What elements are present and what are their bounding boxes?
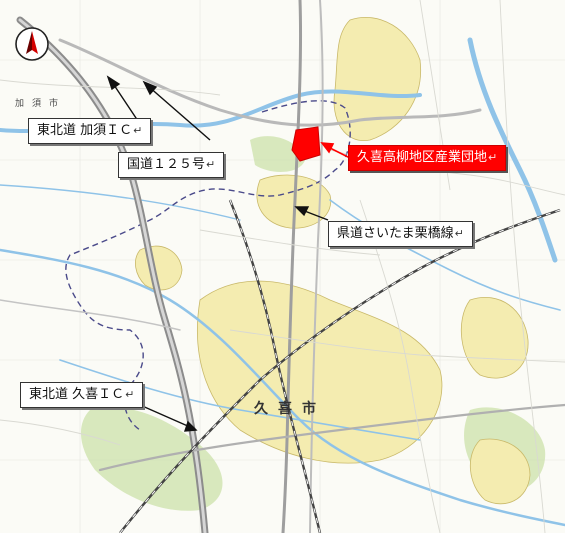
urban-areas [135, 17, 531, 505]
return-mark: ↵ [133, 124, 143, 137]
label-text: 国道１２５号 [127, 157, 206, 172]
label-tohoku-kuki-ic[interactable]: 東北道 久喜ＩＣ↵ [20, 382, 144, 408]
return-mark: ↵ [488, 151, 498, 164]
label-route-125[interactable]: 国道１２５号↵ [118, 152, 225, 178]
industrial-park-area[interactable] [291, 126, 321, 162]
label-text: 県道さいたま栗橋線 [337, 226, 454, 241]
label-text: 東北道 加須ＩＣ [37, 123, 133, 138]
pointer-arrows [106, 75, 329, 432]
return-mark: ↵ [206, 158, 216, 171]
label-prefectural-road[interactable]: 県道さいたま栗橋線↵ [328, 221, 473, 247]
place-name-kuki: 久喜市 [254, 401, 326, 417]
industrial-park-arrow [320, 142, 351, 159]
north-arrow-icon [15, 27, 49, 61]
return-mark: ↵ [454, 227, 464, 240]
label-tohoku-kazo-ic[interactable]: 東北道 加須ＩＣ↵ [28, 118, 152, 144]
label-industrial-park[interactable]: 久喜高柳地区産業団地↵ [348, 145, 507, 171]
place-name-kazo: 加須市 [15, 99, 67, 109]
label-text: 久喜高柳地区産業団地 [357, 150, 488, 165]
railways [119, 199, 561, 533]
expressway-tohoku [16, 16, 209, 533]
label-text: 東北道 久喜ＩＣ [29, 387, 125, 402]
return-mark: ↵ [125, 388, 135, 401]
